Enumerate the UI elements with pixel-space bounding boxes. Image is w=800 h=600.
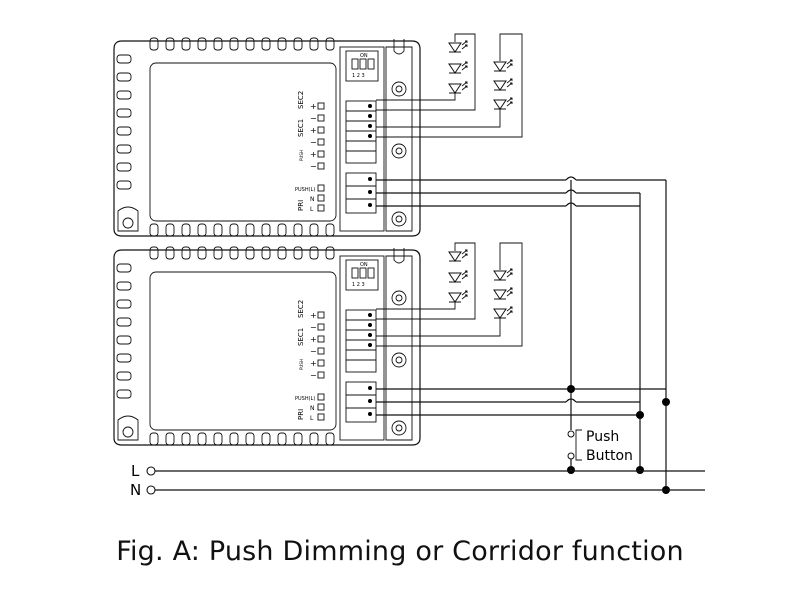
plus-2: + xyxy=(310,335,317,344)
junction-dot xyxy=(662,398,670,406)
push-terminal-label: PUSH(L) xyxy=(295,396,315,402)
figure-caption: Fig. A: Push Dimming or Corridor functio… xyxy=(116,536,684,567)
l-terminal-label: L xyxy=(310,206,314,213)
led-string-bottom-1 xyxy=(376,242,476,320)
minus-1: − xyxy=(310,114,317,123)
dip-on-label: ON xyxy=(360,262,368,268)
push-button-label-1: Push xyxy=(586,429,619,445)
mains-supply: L N xyxy=(130,462,705,499)
junction-dot xyxy=(636,411,644,419)
minus-2: − xyxy=(310,347,317,356)
push-button-label-2: Button xyxy=(586,448,633,464)
sec1-label: SEC1 xyxy=(297,119,305,137)
led-string-bottom-2 xyxy=(376,242,523,347)
driver-top: SEC2 SEC1 PUSH PRI + − + − + − PUSH(L) N… xyxy=(114,38,420,236)
plus-1: + xyxy=(310,311,317,320)
push-dim-label: PUSH xyxy=(299,150,304,161)
driver-bottom: SEC2 SEC1 PUSH PRI + − + − + − PUSH(L) N… xyxy=(114,247,420,445)
neutral-label: N xyxy=(130,481,141,499)
junction-dot xyxy=(567,385,575,393)
line-label: L xyxy=(131,462,140,480)
minus-3: − xyxy=(310,371,317,380)
push-button-symbol: Push Button xyxy=(567,429,633,470)
pri-label: PRI xyxy=(297,409,305,420)
plus-3: + xyxy=(310,359,317,368)
l-terminal-label: L xyxy=(310,415,314,422)
minus-3: − xyxy=(310,162,317,171)
sec2-label: SEC2 xyxy=(297,300,305,318)
n-terminal-label: N xyxy=(310,196,315,203)
pri-wiring-bottom xyxy=(376,388,666,416)
sec2-label: SEC2 xyxy=(297,91,305,109)
minus-1: − xyxy=(310,323,317,332)
plus-1: + xyxy=(310,102,317,111)
sec1-label: SEC1 xyxy=(297,328,305,346)
push-terminal-label: PUSH(L) xyxy=(295,187,315,193)
push-dim-label: PUSH xyxy=(299,359,304,370)
junction-dot xyxy=(636,466,644,474)
led-string-top-2 xyxy=(376,33,523,138)
dip-nums: 1 2 3 xyxy=(352,73,365,79)
plus-2: + xyxy=(310,126,317,135)
plus-3: + xyxy=(310,150,317,159)
pri-wiring-top xyxy=(376,176,666,207)
minus-2: − xyxy=(310,138,317,147)
pri-label: PRI xyxy=(297,200,305,211)
dip-on-label: ON xyxy=(360,53,368,59)
led-string-top-1 xyxy=(376,33,476,111)
n-terminal-label: N xyxy=(310,405,315,412)
dip-nums: 1 2 3 xyxy=(352,282,365,288)
